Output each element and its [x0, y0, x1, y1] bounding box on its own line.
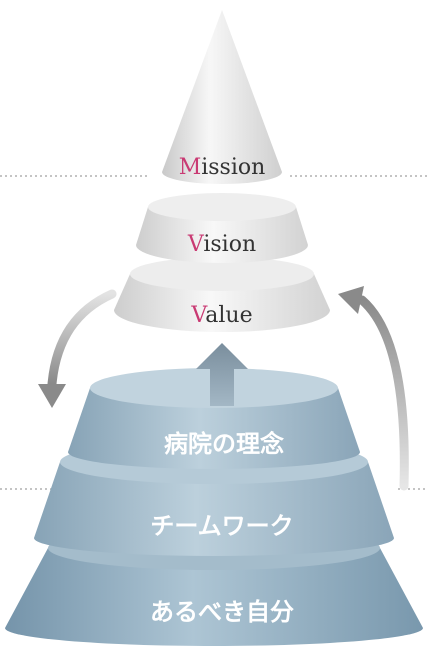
tier-label-teamwork: チームワーク [150, 511, 293, 540]
cycle-arrow-right-icon [338, 286, 409, 491]
tier-label-vision: Vision [187, 232, 256, 257]
up-arrow-icon [196, 343, 248, 406]
upper-tier-mission [162, 10, 282, 184]
upper-tier-vision [136, 193, 308, 263]
cycle-arrow-left-icon [38, 289, 117, 408]
tier-label-ideal-self: あるべき自分 [150, 597, 294, 626]
tier-label-value: Value [190, 303, 252, 328]
upper-tier-value [114, 257, 330, 332]
tier-label-hospital-philosophy: 病院の理念 [164, 429, 284, 458]
tier-label-mission: Mission [179, 155, 266, 180]
